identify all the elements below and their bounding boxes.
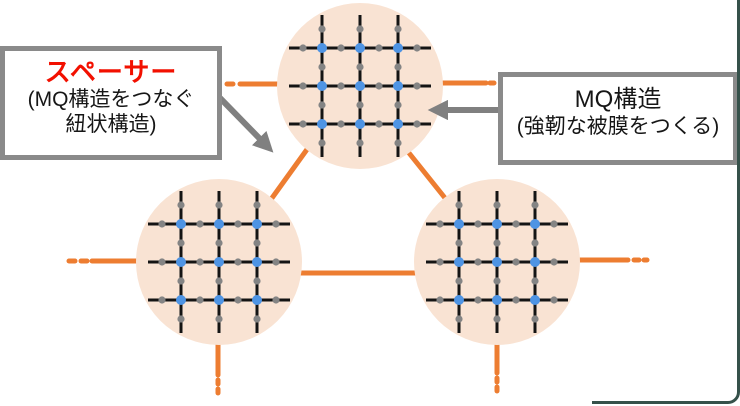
mq-description: (強靭な被膜をつくる) bbox=[516, 114, 720, 138]
spacer-line bbox=[402, 145, 448, 201]
mq-cluster-bottom-right bbox=[412, 177, 582, 347]
mq-cluster-bottom-left bbox=[134, 177, 304, 347]
spacer-arrow-icon bbox=[217, 95, 274, 153]
spacer-description-line1: (MQ構造をつなぐ bbox=[27, 87, 195, 111]
mq-title: MQ構造 bbox=[574, 86, 662, 113]
spacer-description-line2: 紐状構造) bbox=[65, 112, 157, 136]
callout-arrows bbox=[217, 95, 498, 153]
mq-cluster-top bbox=[275, 1, 445, 171]
spacer-label-box: スペーサー (MQ構造をつなぐ 紐状構造) bbox=[0, 46, 222, 160]
spacer-line bbox=[269, 145, 311, 201]
mq-label-box: MQ構造 (強靭な被膜をつくる) bbox=[498, 72, 738, 165]
spacer-title: スペーサー bbox=[44, 57, 178, 87]
spacer-connectors bbox=[66, 80, 650, 396]
